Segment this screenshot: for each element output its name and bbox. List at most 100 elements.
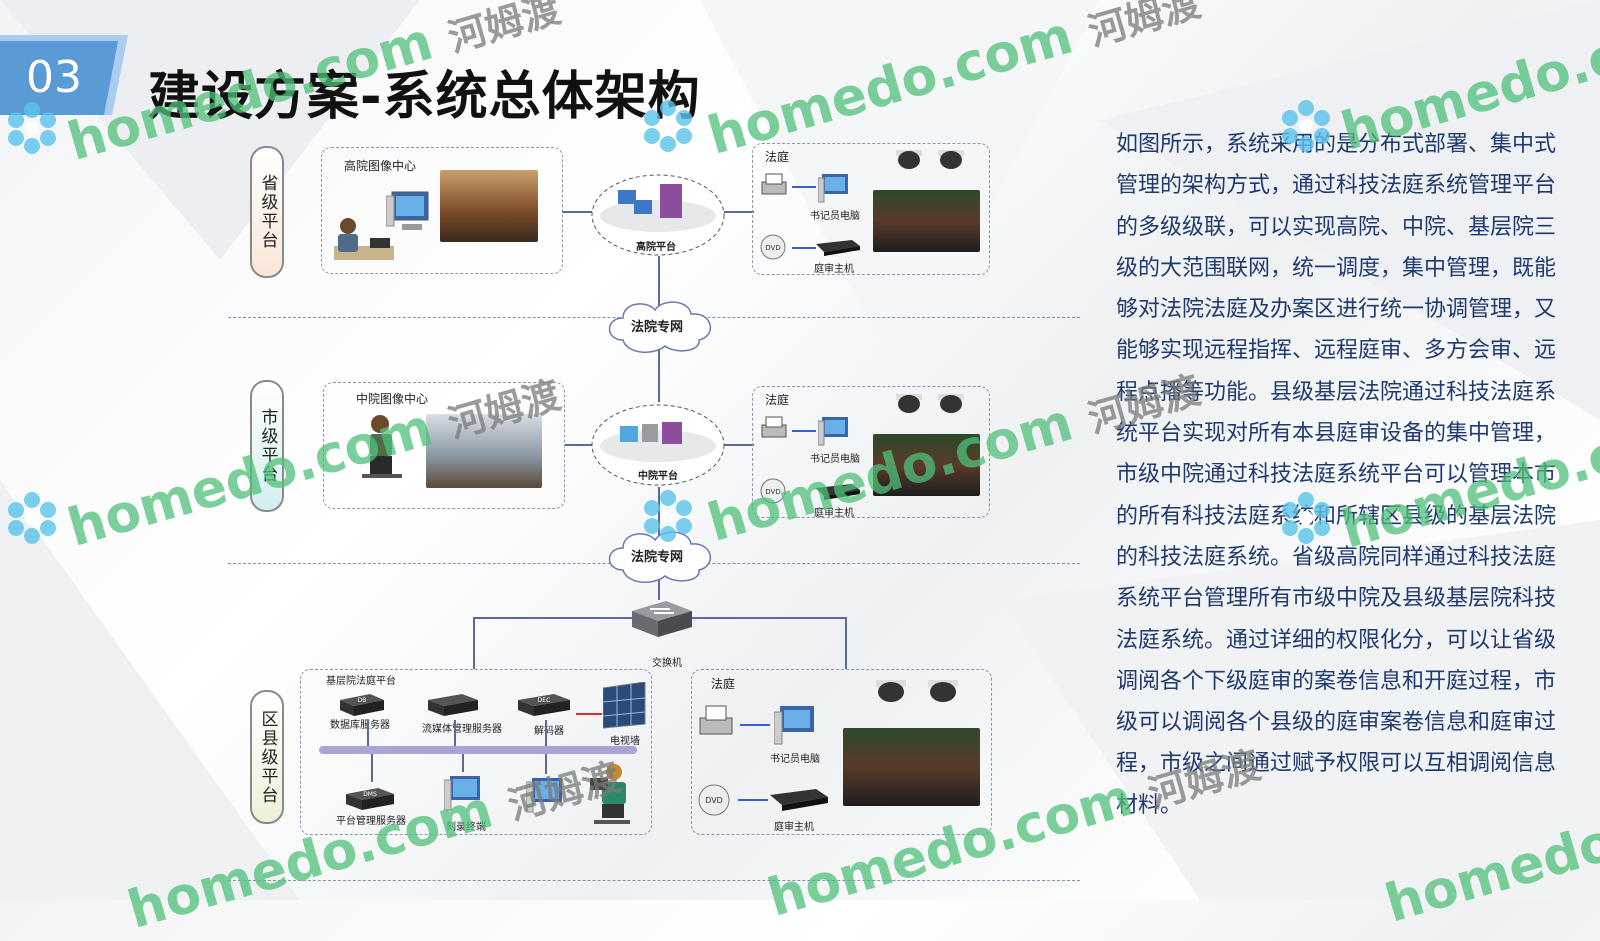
base-platform-box	[300, 669, 652, 835]
camera-icon	[876, 680, 906, 702]
mid-image-center-label: 中院图像中心	[356, 392, 429, 406]
high-court-room-photo	[440, 170, 538, 242]
mid-platform-label: 中院平台	[638, 471, 678, 482]
tv-wall-label: 电视墙	[610, 736, 640, 747]
slide-title: 建设方案-系统总体架构	[148, 67, 701, 127]
clerk-pc-label: 书记员电脑	[810, 454, 860, 465]
connector	[724, 444, 754, 446]
camera-icon	[928, 680, 958, 702]
court-label: 法庭	[711, 677, 736, 691]
media-server-label: 流媒体管理服务器	[422, 724, 502, 735]
courtroom-photo	[873, 434, 980, 496]
base-platform-label: 基层院法庭平台	[326, 676, 396, 687]
decoder-label: 解码器	[534, 726, 564, 737]
computer-icon	[526, 778, 562, 813]
arrow	[738, 799, 768, 801]
connector	[462, 754, 464, 772]
watermark-logo-icon	[8, 102, 56, 154]
switch-icon	[632, 601, 692, 637]
connector	[658, 256, 660, 308]
connector	[658, 487, 660, 537]
connector	[545, 720, 547, 746]
watermark-logo-icon	[1282, 492, 1330, 544]
clerk-pc-label: 书记员电脑	[770, 754, 820, 765]
trial-host-icon	[816, 484, 860, 500]
media-server-icon	[428, 694, 478, 716]
county-court-box	[691, 669, 992, 835]
dvd-icon: DVD	[760, 478, 786, 504]
court-network-cloud	[608, 301, 712, 353]
connector	[845, 617, 847, 669]
level-label-province: 省级平台	[250, 146, 284, 278]
mid-court-room-photo	[426, 414, 542, 488]
clerk-pc-label: 书记员电脑	[810, 211, 860, 222]
connector	[545, 754, 547, 774]
switch-label: 交换机	[652, 658, 682, 669]
trial-host-label: 庭审主机	[774, 822, 814, 833]
camera-icon	[938, 150, 964, 169]
section-number: 03	[26, 52, 82, 103]
dvd-icon: DVD	[760, 234, 786, 260]
arrow	[792, 186, 816, 188]
mid-platform-node	[591, 404, 725, 486]
high-image-center-box	[321, 147, 563, 274]
operator-icon	[362, 415, 402, 478]
printer-icon	[761, 173, 787, 195]
court-network-label: 法院专网	[631, 550, 684, 565]
trial-host-label: 庭审主机	[814, 508, 854, 519]
city-court-box	[752, 386, 990, 518]
courtroom-photo	[843, 728, 980, 806]
high-platform-node	[591, 174, 725, 256]
connector	[562, 211, 592, 213]
description-paragraph: 如图所示，系统采用的是分布式部署、集中式管理的架构方式，通过科技法庭系统管理平台…	[1116, 132, 1557, 818]
level-label-city: 市级平台	[250, 380, 284, 512]
connector	[473, 617, 475, 669]
arrow	[792, 430, 816, 432]
watermark-logo-icon	[8, 492, 56, 544]
province-court-box	[752, 143, 990, 275]
mgmt-server-label: 平台管理服务器	[336, 816, 406, 827]
connector	[454, 720, 456, 746]
court-label: 法庭	[765, 150, 790, 164]
section-number-badge	[0, 35, 128, 115]
court-label: 法庭	[765, 393, 790, 407]
db-server-label: 数据库服务器	[330, 720, 390, 731]
svg-text:DB: DB	[358, 697, 367, 704]
svg-text:DEC: DEC	[538, 697, 551, 704]
courtroom-photo	[873, 190, 980, 252]
arrow	[576, 713, 602, 715]
level-label-county: 区县级平台	[250, 690, 284, 824]
db-server-icon: DB	[340, 694, 384, 716]
watermark-logo-icon	[644, 490, 692, 542]
trial-host-icon	[770, 789, 828, 811]
watermark-logo-icon	[1282, 100, 1330, 152]
clerk-computer-icon	[818, 417, 848, 446]
platform-bus	[319, 746, 637, 754]
printer-icon	[761, 416, 787, 438]
tv-wall-icon	[603, 682, 646, 729]
connector	[658, 576, 660, 600]
divider-bottom	[228, 880, 1080, 881]
svg-text:DVD: DVD	[765, 244, 780, 252]
dvd-icon: DVD	[698, 784, 730, 816]
camera-icon	[938, 394, 964, 413]
computer-icon	[386, 191, 429, 230]
svg-text:DMS: DMS	[363, 791, 377, 798]
operator-icon	[590, 764, 630, 824]
trial-host-label: 庭审主机	[814, 264, 854, 275]
mgmt-server-icon: DMS	[346, 788, 394, 810]
burn-terminal-icon	[444, 776, 480, 811]
svg-text:DVD: DVD	[705, 796, 723, 805]
court-network-cloud	[608, 531, 712, 583]
arrow	[792, 247, 816, 249]
clerk-computer-icon	[818, 174, 848, 203]
court-network-label: 法院专网	[631, 320, 684, 335]
clerk-computer-icon	[774, 706, 814, 745]
decoder-icon: DEC	[518, 694, 570, 716]
connector	[724, 211, 754, 213]
svg-text:DVD: DVD	[765, 488, 780, 496]
trial-host-icon	[816, 240, 860, 256]
operator-icon	[334, 218, 394, 260]
camera-icon	[896, 394, 922, 413]
camera-icon	[896, 150, 922, 169]
